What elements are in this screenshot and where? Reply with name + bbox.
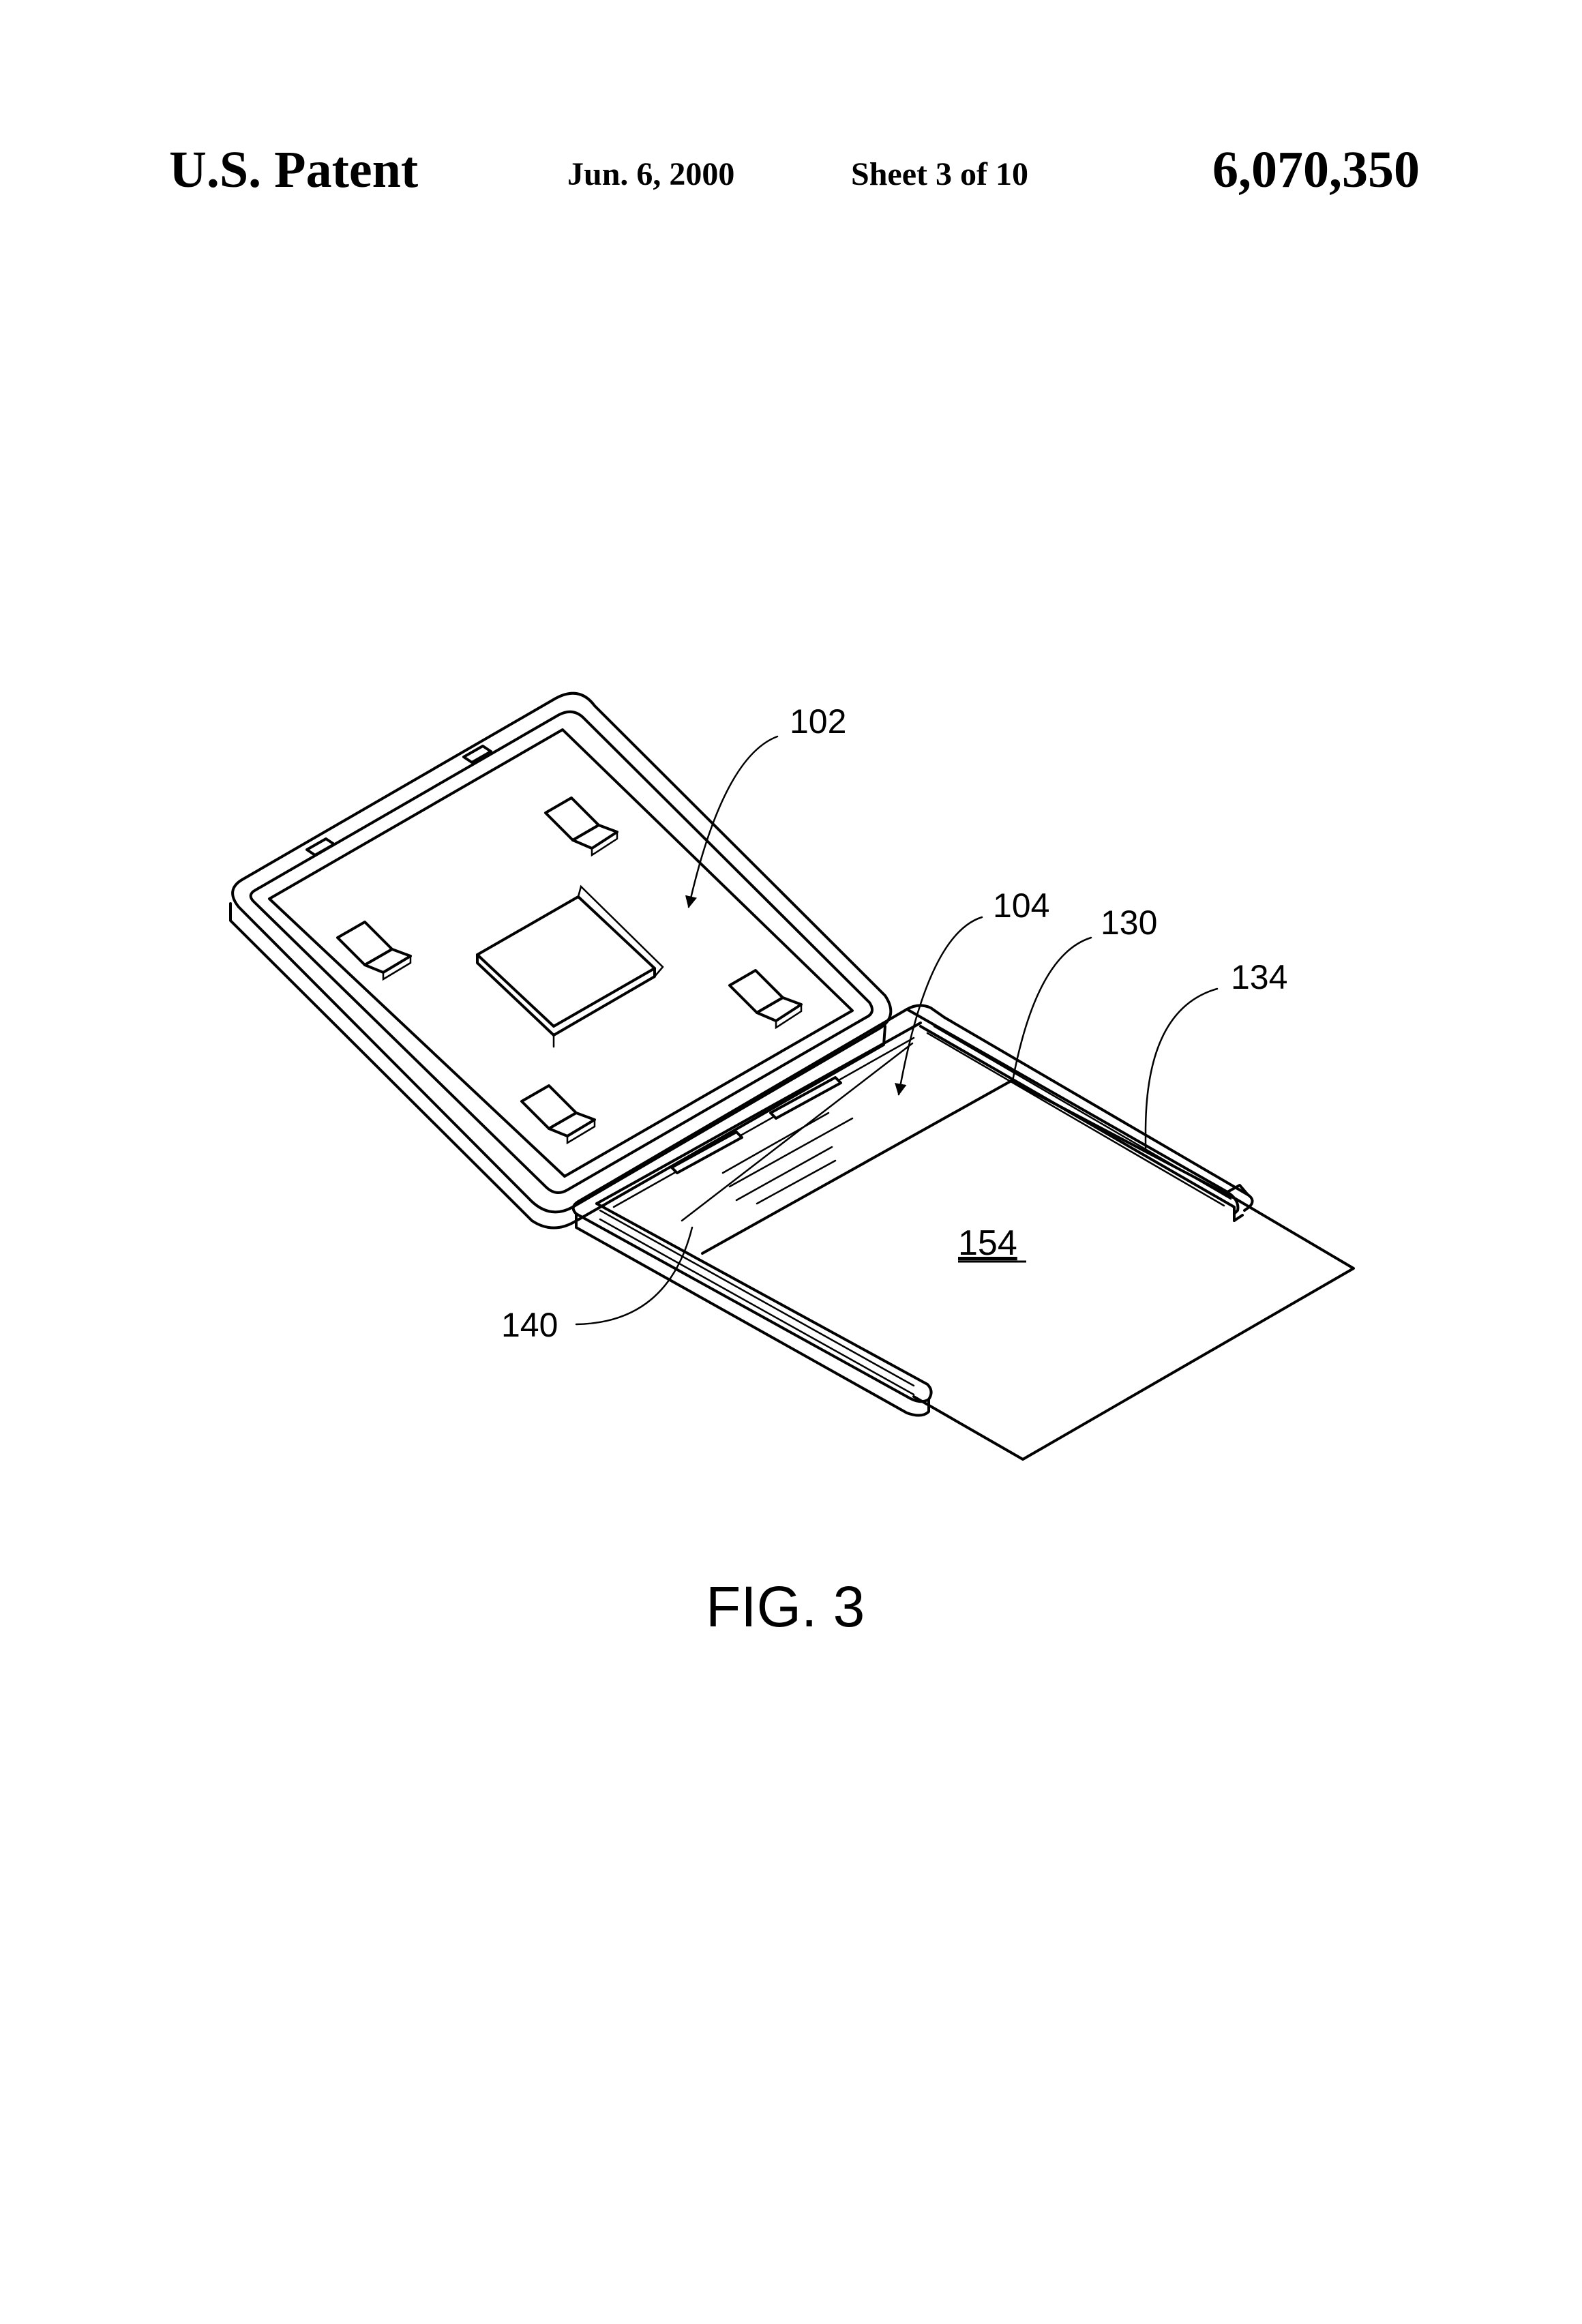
- leader-lines: [575, 735, 1219, 1326]
- header-patent-number: 6,070,350: [1212, 141, 1420, 198]
- label-104: 104: [993, 887, 1049, 925]
- label-140: 140: [501, 1306, 558, 1344]
- clip-bottom: [520, 1084, 596, 1145]
- right-tray: [571, 1004, 1355, 1461]
- center-block: [476, 884, 664, 1048]
- clip-top: [544, 796, 618, 857]
- label-154: 154: [958, 1223, 1017, 1263]
- left-tray: [229, 691, 893, 1230]
- figure-caption: FIG. 3: [706, 1575, 865, 1639]
- label-102: 102: [790, 702, 846, 741]
- header-sheet: Sheet 3 of 10: [851, 156, 1028, 192]
- clip-right: [728, 969, 803, 1030]
- header-date: Jun. 6, 2000: [567, 156, 735, 192]
- label-134: 134: [1231, 958, 1287, 996]
- header-patent-label: U.S. Patent: [169, 141, 419, 198]
- label-130: 130: [1101, 904, 1157, 942]
- clip-left: [336, 921, 412, 981]
